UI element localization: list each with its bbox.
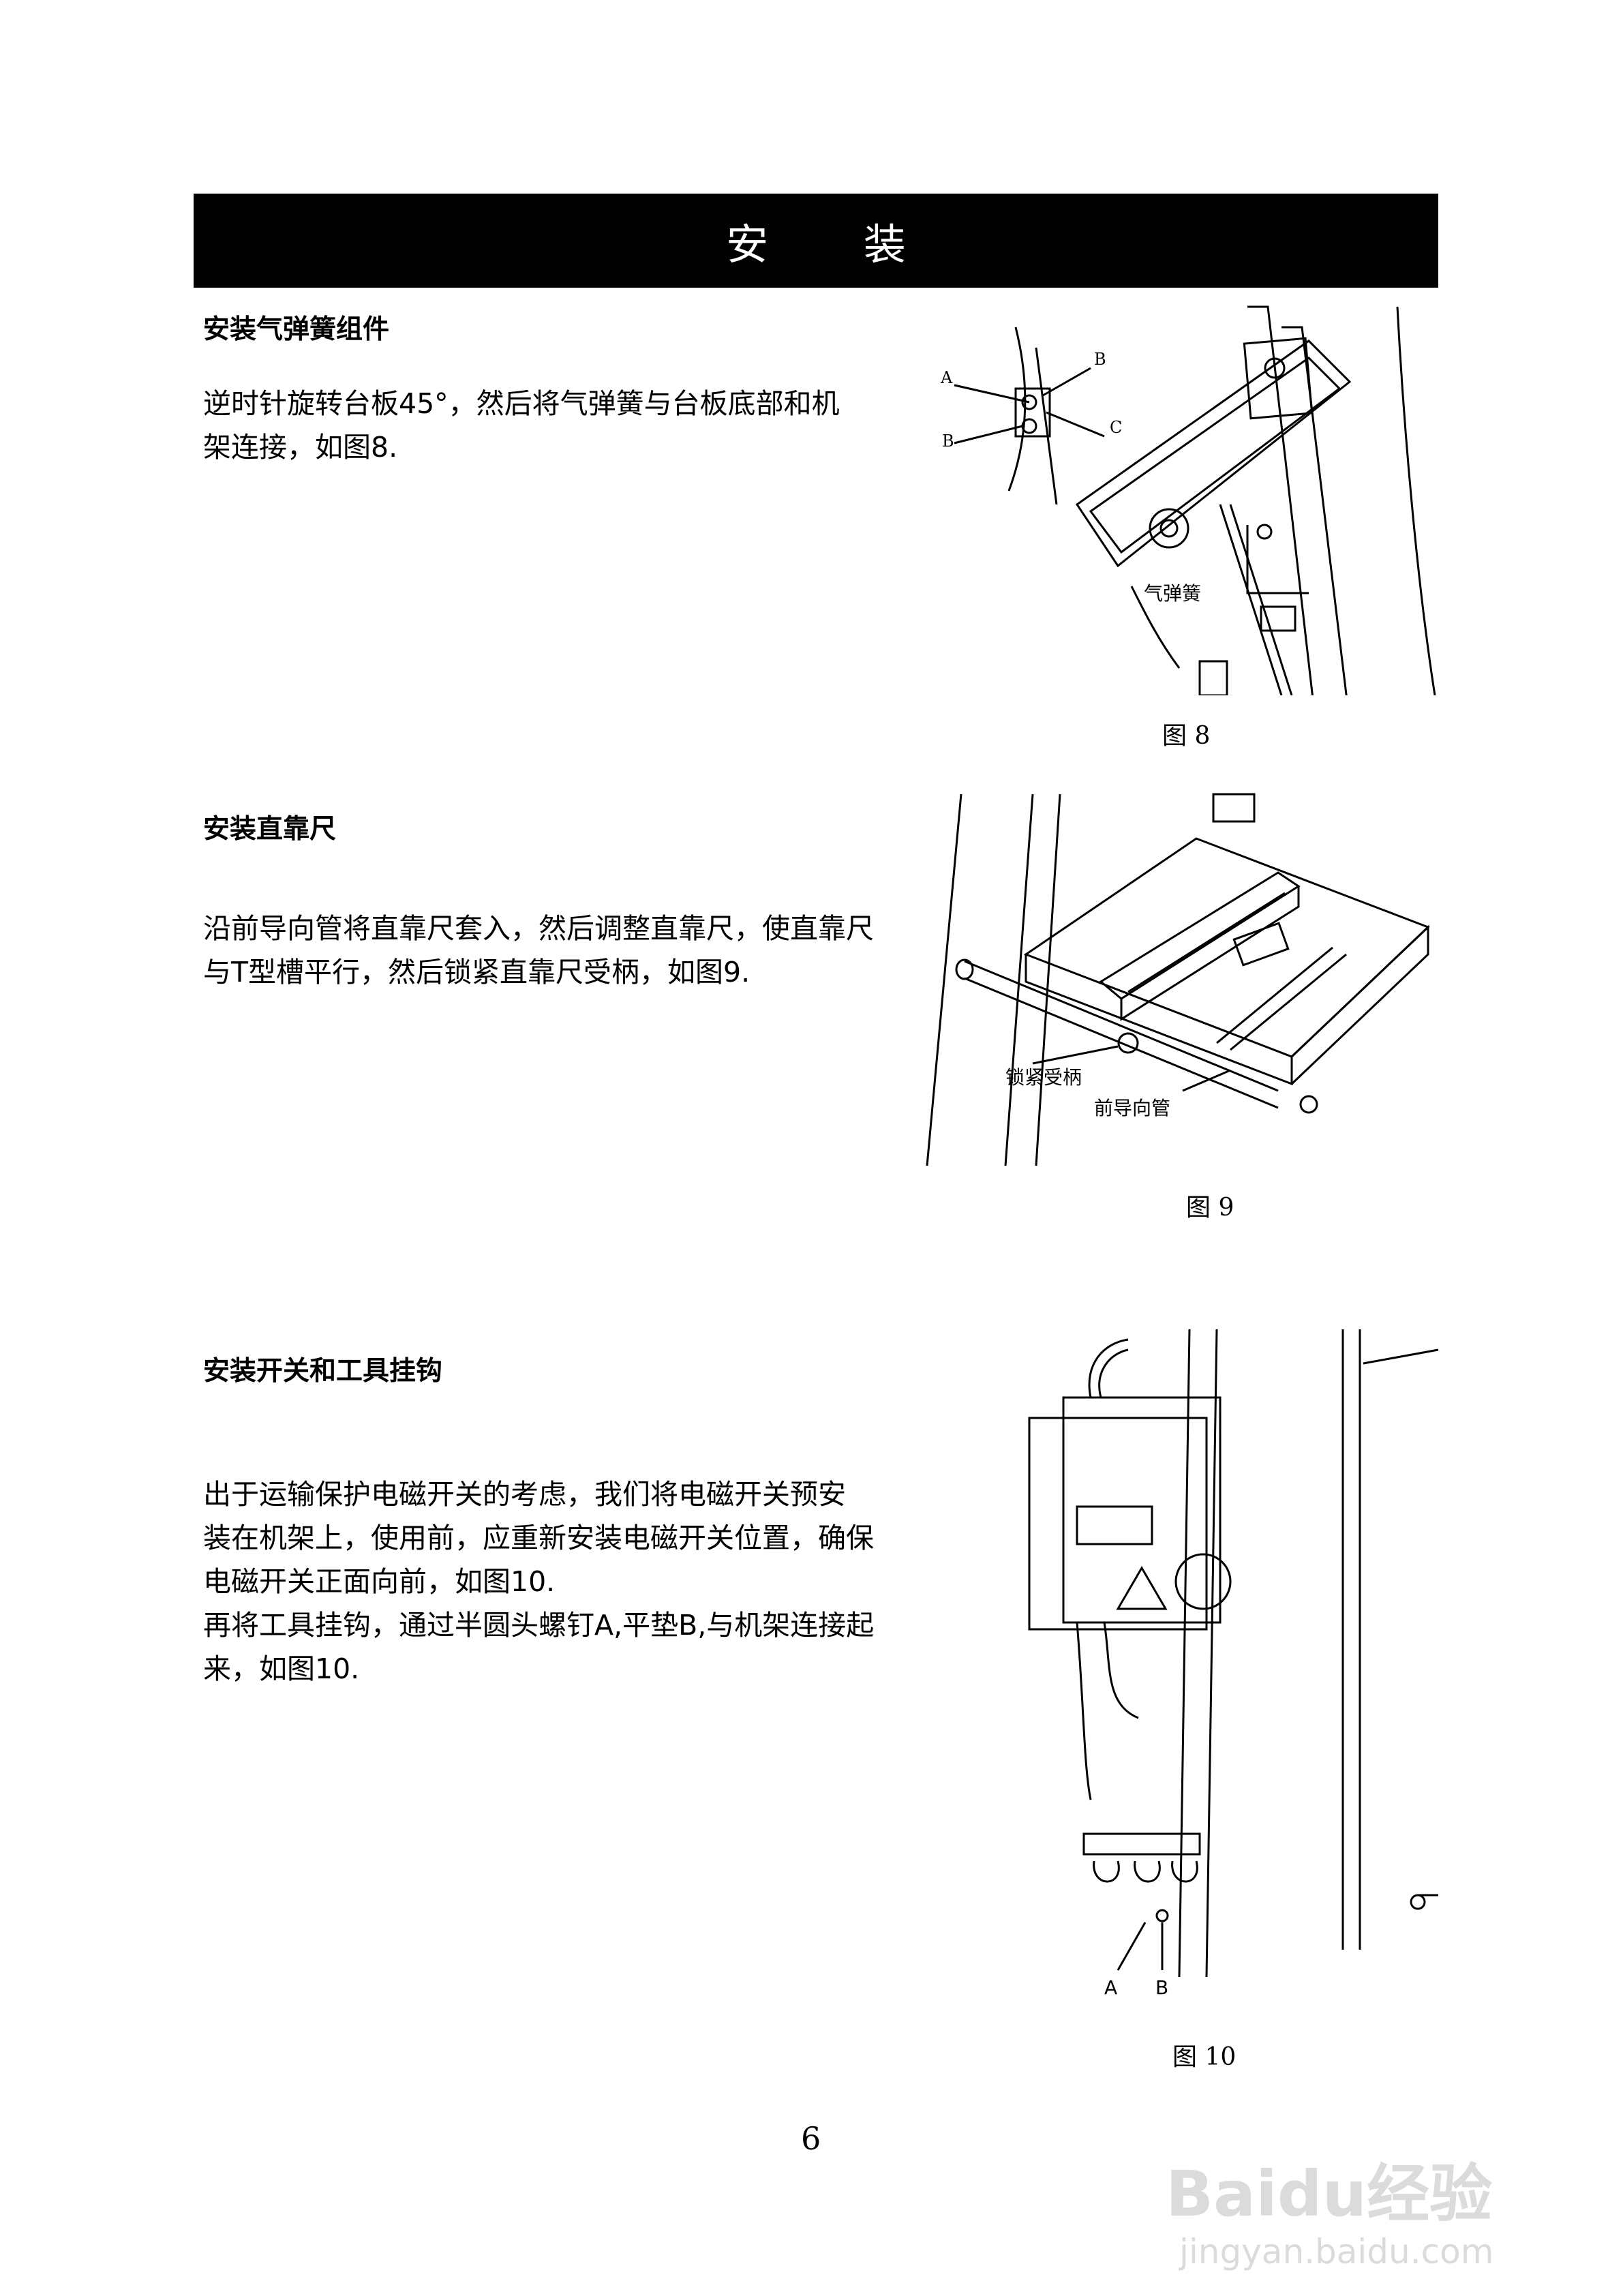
baidu-jingyan-watermark-logo: Baidu经验 jingyan.baidu.com <box>1166 2158 1493 2271</box>
figure-9-caption: 图 9 <box>1186 1194 1234 1222</box>
section-header-bar: 安 装 <box>194 194 1438 288</box>
paragraph-line: 逆时针旋转台板45°，然后将气弹簧与台板底部和机 <box>203 387 840 420</box>
figure-10-label-b: B <box>1155 1976 1168 1997</box>
figure-10-illustration: A B <box>1028 1329 1439 1997</box>
figure-10-caption: 图 10 <box>1172 2043 1237 2071</box>
figure-8-illustration: A B B C 气弹簧 <box>940 305 1436 695</box>
paragraph-rip-fence: 沿前导向管将直靠尺套入，然后调整直靠尺，使直靠尺 与T型槽平行，然后锁紧直靠尺受… <box>203 907 898 994</box>
paragraph-line: 再将工具挂钩，通过半圆头螺钉A,平垫B,与机架连接起 <box>203 1609 875 1642</box>
paragraph-line: 出于运输保护电磁开关的考虑，我们将电磁开关预安 <box>203 1478 846 1511</box>
section-header-title: 安 装 <box>726 220 947 269</box>
figure-8-label-c: C <box>1110 418 1122 437</box>
paragraph-line: 装在机架上，使用前，应重新安装电磁开关位置，确保 <box>203 1522 874 1554</box>
page-number: 6 <box>801 2120 821 2157</box>
paragraph-line: 与T型槽平行，然后锁紧直靠尺受柄，如图9. <box>203 956 750 988</box>
paragraph-line: 来，如图10. <box>203 1652 360 1685</box>
figure-8-caption: 图 8 <box>1162 722 1211 750</box>
paragraph-gas-spring: 逆时针旋转台板45°，然后将气弹簧与台板底部和机 架连接，如图8. <box>203 382 898 469</box>
watermark-url-text: jingyan.baidu.com <box>1179 2232 1493 2271</box>
paragraph-line: 沿前导向管将直靠尺套入，然后调整直靠尺，使直靠尺 <box>203 912 874 945</box>
figure-8-label-gas-spring: 气弹簧 <box>1144 582 1201 605</box>
section-title-rip-fence: 安装直靠尺 <box>203 814 337 845</box>
watermark-logo-text: Baidu经验 <box>1166 2158 1492 2231</box>
figure-8-label-a: A <box>940 368 953 387</box>
figure-9-illustration: 锁紧受柄 前导向管 <box>926 793 1430 1166</box>
figure-8-label-b-top: B <box>1094 350 1106 369</box>
figure-10-label-a: A <box>1104 1976 1117 1997</box>
figure-9-label-front-guide-tube: 前导向管 <box>1094 1097 1170 1119</box>
section-title-gas-spring: 安装气弹簧组件 <box>203 314 390 345</box>
paragraph-line: 电磁开关正面向前，如图10. <box>203 1565 556 1598</box>
figure-8-label-b-bottom: B <box>942 432 954 451</box>
figure-9-label-lock-handle: 锁紧受柄 <box>1005 1066 1082 1089</box>
paragraph-line: 架连接，如图8. <box>203 431 398 464</box>
paragraph-switch-and-hook: 出于运输保护电磁开关的考虑，我们将电磁开关预安 装在机架上，使用前，应重新安装电… <box>203 1472 898 1691</box>
section-title-switch-and-hook: 安装开关和工具挂钩 <box>203 1356 443 1387</box>
